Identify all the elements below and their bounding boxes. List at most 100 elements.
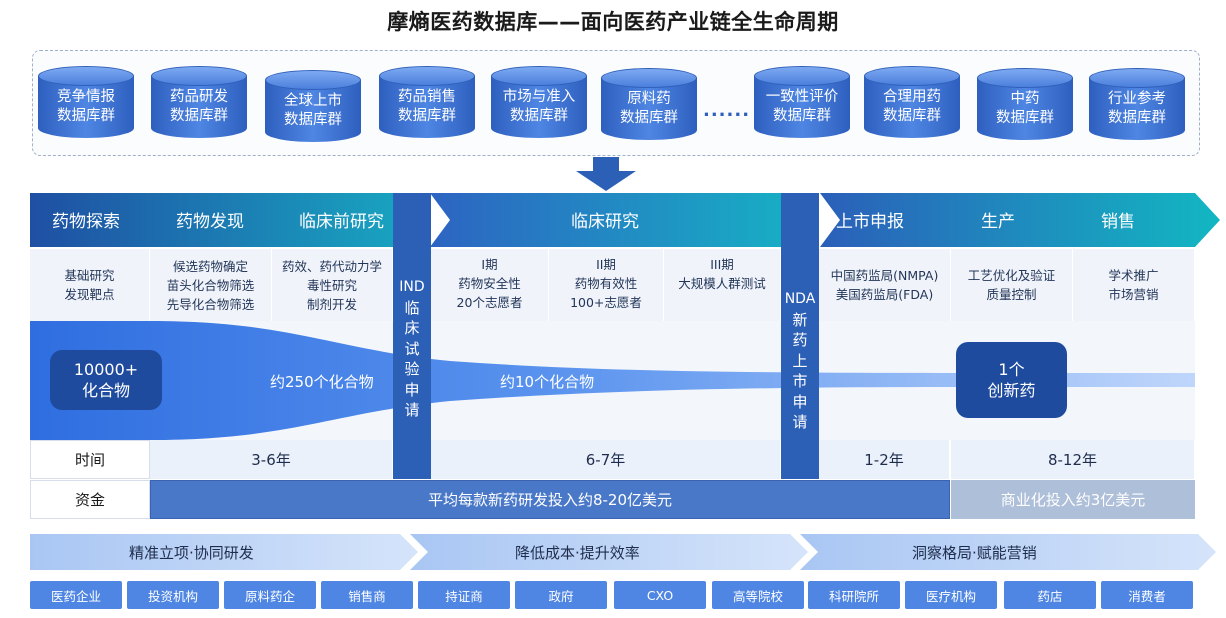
nda-char: 市: [792, 372, 808, 390]
cylinder-body: [491, 76, 587, 138]
database-suffix: 数据库群: [1108, 110, 1166, 126]
phase-drug-discovery: 药物发现: [176, 212, 244, 232]
database-group-5: 市场与准入数据库群: [491, 66, 587, 146]
time-commercial: 8-12年: [951, 440, 1195, 479]
database-name: 原料药: [627, 91, 671, 107]
cylinder-top: [265, 70, 361, 90]
database-group-1: 竞争情报数据库群: [38, 66, 134, 146]
database-name: 全球上市: [284, 93, 342, 109]
database-name: 药品销售: [398, 89, 456, 105]
stage-phase-3: III期大规模人群测试: [664, 249, 781, 321]
cylinder-top: [151, 66, 247, 86]
cylinder-body: [38, 76, 134, 138]
ind-char: 申: [404, 380, 420, 399]
database-group-10: 行业参考数据库群: [1089, 68, 1185, 148]
database-suffix: 数据库群: [883, 108, 941, 124]
user-chip: 原料药企: [224, 581, 316, 609]
time-filing: 1-2年: [819, 440, 950, 479]
compounds-start-badge: 10000+ 化合物: [50, 350, 162, 410]
user-chip: 消费者: [1101, 581, 1193, 609]
database-label: 中药数据库群: [977, 90, 1073, 128]
compound-funnel: [30, 321, 1195, 440]
nda-char: 上: [792, 351, 808, 370]
database-label: 竞争情报数据库群: [38, 88, 134, 126]
cylinder-top: [864, 66, 960, 86]
cylinder-top: [491, 66, 587, 86]
ind-char: 验: [404, 360, 420, 378]
cylinder-top: [38, 66, 134, 86]
stage-line: 学术推广: [1108, 268, 1159, 283]
stage-basic-research: 基础研究发现靶点: [30, 249, 150, 321]
user-chip: 高等院校: [712, 581, 804, 609]
database-name: 中药: [1010, 91, 1040, 107]
page-title: 摩熵医药数据库——面向医药产业链全生命周期: [387, 10, 839, 34]
stage-marketing: 学术推广市场营销: [1073, 249, 1195, 321]
phase-drug-exploration: 药物探索: [52, 212, 120, 232]
benefit-precise-rnd: 精准立项·协同研发: [129, 544, 254, 562]
stage-line: 苗头化合物筛选: [166, 277, 255, 293]
stage-text: III期大规模人群测试: [678, 255, 766, 293]
stage-line: 质量控制: [986, 287, 1037, 302]
user-chip: 政府: [515, 581, 607, 609]
database-group-9: 中药数据库群: [977, 68, 1073, 148]
new-drug-label: 创新药: [987, 381, 1036, 400]
stage-line: I期: [481, 257, 498, 272]
stage-text: 药效、药代动力学毒性研究制剂开发: [282, 257, 382, 314]
down-arrow-icon: [576, 157, 636, 191]
database-group-4: 药品销售数据库群: [379, 66, 475, 146]
cylinder-body: [265, 80, 361, 142]
cylinder-top: [601, 68, 697, 88]
user-chip: CXO: [614, 581, 706, 609]
user-chip: 科研院所: [808, 581, 900, 609]
time-discovery: 3-6年: [150, 440, 393, 479]
database-suffix: 数据库群: [510, 108, 568, 124]
database-group-3: 全球上市数据库群: [265, 70, 361, 150]
nda-head: NDA: [784, 291, 816, 307]
benefit-marketing: 洞察格局·赋能营销: [912, 544, 1037, 562]
stage-line: 候选药物确定: [172, 258, 248, 274]
stage-line: 100+志愿者: [570, 295, 642, 310]
stage-production: 工艺优化及验证质量控制: [951, 249, 1073, 321]
user-chip: 医疗机构: [905, 581, 997, 609]
cylinder-body: [151, 76, 247, 138]
stage-text: 工艺优化及验证质量控制: [968, 266, 1056, 304]
benefit-bar: [30, 534, 1216, 570]
user-chip: 医药企业: [30, 581, 122, 609]
compounds-start-label: 化合物: [81, 381, 130, 400]
database-suffix: 数据库群: [620, 110, 678, 126]
database-name: 一致性评价: [765, 89, 839, 105]
nda-char: 申: [792, 392, 808, 411]
cylinder-body: [977, 78, 1073, 140]
compounds-10-label: 约10个化合物: [500, 373, 595, 391]
fund-commercial: 商业化投入约3亿美元: [951, 480, 1195, 519]
user-chip: 药店: [1004, 581, 1096, 609]
stage-text: 候选药物确定苗头化合物筛选先导化合物筛选: [167, 257, 255, 314]
cylinder-body: [864, 76, 960, 138]
database-suffix: 数据库群: [284, 112, 342, 128]
compounds-250-label: 约250个化合物: [270, 373, 374, 391]
nda-bar: NDA 新药上市申请: [781, 193, 819, 479]
database-label: 原料药数据库群: [601, 90, 697, 128]
phase-production: 生产: [981, 212, 1015, 232]
stage-line: 先导化合物筛选: [166, 296, 255, 312]
ind-char: 试: [404, 339, 420, 358]
database-label: 市场与准入数据库群: [491, 88, 587, 126]
ind-bar: IND 临床试验申请: [393, 193, 431, 479]
stage-line: 20个志愿者: [456, 295, 523, 310]
new-drug-badge: 1个 创新药: [956, 342, 1067, 418]
cylinder-top: [1089, 68, 1185, 88]
stage-candidate-selection: 候选药物确定苗头化合物筛选先导化合物筛选: [150, 249, 272, 321]
database-label: 合理用药数据库群: [864, 88, 960, 126]
stage-text: 中国药监局(NMPA)美国药监局(FDA): [831, 266, 939, 304]
stage-line: 市场营销: [1108, 287, 1159, 302]
cylinder-body: [601, 78, 697, 140]
time-label: 时间: [30, 440, 150, 479]
stage-line: 药物有效性: [574, 276, 638, 291]
database-group-8: 合理用药数据库群: [864, 66, 960, 146]
ind-head: IND: [399, 279, 425, 295]
time-clinical: 6-7年: [431, 440, 781, 479]
ind-char: 临: [404, 298, 420, 317]
stage-line: 毒性研究: [306, 277, 357, 293]
phase-bar: [30, 193, 1220, 247]
